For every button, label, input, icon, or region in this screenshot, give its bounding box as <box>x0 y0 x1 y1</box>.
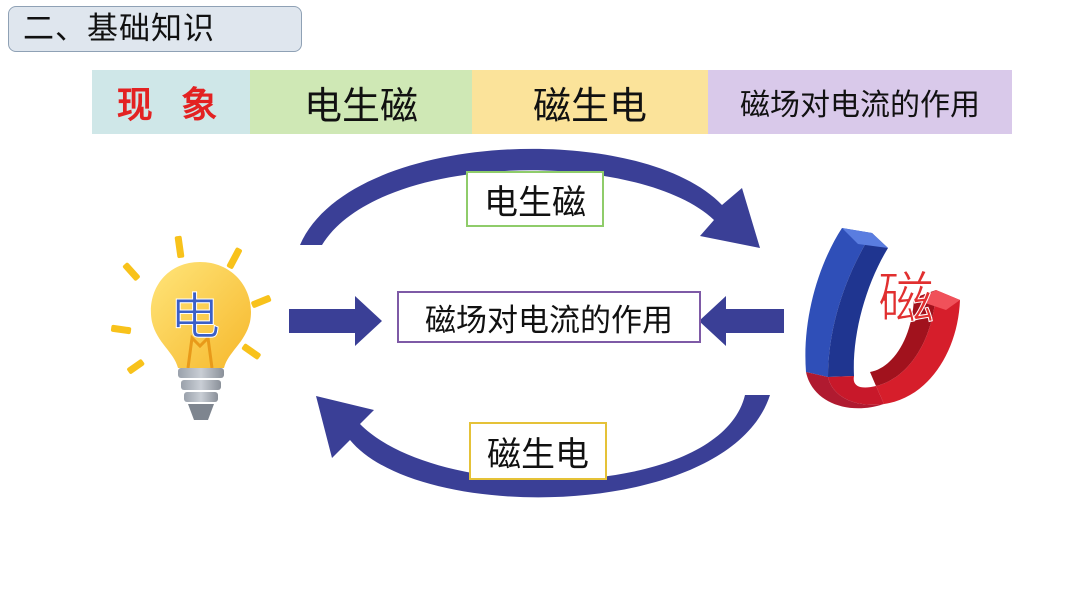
field-on-current-label: 磁场对电流的作用 <box>425 302 673 339</box>
field-on-current-box: 磁场对电流的作用 <box>397 291 701 343</box>
right-arrow <box>289 296 382 346</box>
section-title: 二、基础知识 <box>8 6 302 52</box>
header-label-electricity-to-magnetism: 电生磁 <box>303 83 418 128</box>
header-cell-magnetism-to-electricity: 磁生电 <box>472 70 708 134</box>
header-label-phenomenon: 现 象 <box>116 85 226 126</box>
section-title-text: 二、基础知识 <box>23 11 215 47</box>
header-label-field-on-current: 磁场对电流的作用 <box>740 88 980 123</box>
electricity-to-magnetism-label: 电生磁 <box>484 182 586 223</box>
electricity-to-magnetism-box: 电生磁 <box>466 171 604 227</box>
horseshoe-magnet-icon <box>805 228 960 409</box>
magnetism-to-electricity-box: 磁生电 <box>469 422 607 480</box>
magnetism-to-electricity-label: 磁生电 <box>487 434 589 475</box>
light-bulb-icon <box>110 235 272 420</box>
header-cell-electricity-to-magnetism: 电生磁 <box>250 70 472 134</box>
left-arrow <box>699 296 784 346</box>
header-label-magnetism-to-electricity: 磁生电 <box>532 83 647 128</box>
top-arc-arrow <box>300 148 760 248</box>
phenomena-header: 现 象 电生磁 磁生电 磁场对电流的作用 <box>92 70 1012 134</box>
bottom-arc-arrow <box>316 395 770 498</box>
header-cell-field-on-current: 磁场对电流的作用 <box>708 70 1012 134</box>
header-cell-phenomenon: 现 象 <box>92 70 250 134</box>
electricity-char: 电 <box>170 288 221 346</box>
magnetism-char: 磁 <box>878 267 935 332</box>
